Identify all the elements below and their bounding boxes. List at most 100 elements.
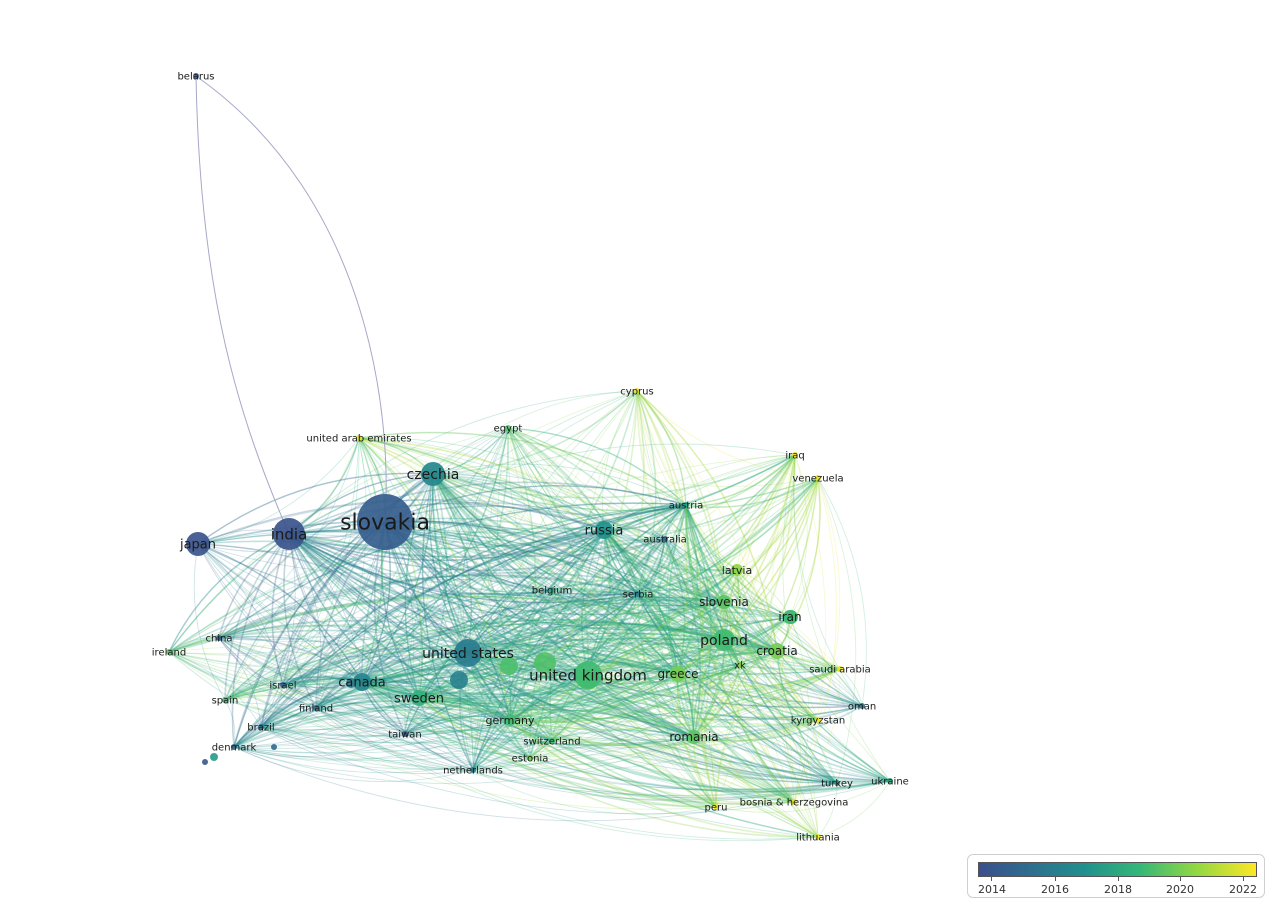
link-line bbox=[271, 533, 290, 686]
link-line bbox=[636, 390, 725, 603]
node-japan[interactable] bbox=[186, 532, 210, 556]
link-line bbox=[700, 601, 725, 808]
node-russia[interactable] bbox=[595, 521, 613, 539]
node-australia[interactable] bbox=[662, 536, 668, 542]
node-venezuela[interactable] bbox=[815, 475, 821, 481]
node-xk[interactable] bbox=[737, 662, 743, 668]
link-line bbox=[288, 390, 638, 535]
node-germany[interactable] bbox=[504, 714, 516, 726]
node-peru[interactable] bbox=[713, 804, 719, 810]
link-line bbox=[677, 673, 795, 803]
node-bosnia-herzegovina[interactable] bbox=[791, 799, 797, 805]
node-united-states[interactable] bbox=[454, 639, 482, 667]
link-line bbox=[723, 454, 796, 641]
link-line bbox=[315, 707, 511, 733]
link-line bbox=[685, 504, 891, 782]
node-denmark[interactable] bbox=[231, 744, 237, 750]
node-canada[interactable] bbox=[353, 673, 371, 691]
node-bubble[interactable] bbox=[210, 753, 218, 761]
node-belarus[interactable] bbox=[193, 73, 199, 79]
link-line bbox=[587, 648, 841, 676]
link-line bbox=[693, 664, 741, 738]
node-kyrgyzstan[interactable] bbox=[815, 717, 821, 723]
link-line bbox=[467, 596, 725, 654]
node-sweden[interactable] bbox=[411, 690, 427, 706]
node-belgium[interactable] bbox=[549, 587, 555, 593]
node-romania[interactable] bbox=[687, 730, 701, 744]
node-netherlands[interactable] bbox=[470, 767, 476, 773]
link-line bbox=[384, 521, 679, 675]
node-united-kingdom[interactable] bbox=[574, 661, 602, 689]
link-line bbox=[315, 707, 838, 801]
node-switzerland[interactable] bbox=[549, 738, 555, 744]
node-egypt[interactable] bbox=[505, 425, 511, 431]
link-line bbox=[315, 390, 638, 709]
node-slovenia[interactable] bbox=[717, 595, 731, 609]
link-line bbox=[509, 719, 819, 749]
link-line bbox=[677, 504, 699, 675]
link-line bbox=[260, 533, 296, 728]
link-line bbox=[404, 677, 863, 735]
node-greece[interactable] bbox=[670, 666, 686, 682]
node-spain[interactable] bbox=[222, 697, 228, 703]
node-bubble[interactable] bbox=[450, 671, 468, 689]
link-line bbox=[315, 589, 553, 709]
node-india[interactable] bbox=[273, 518, 305, 550]
node-croatia[interactable] bbox=[769, 643, 785, 659]
link-line bbox=[384, 521, 589, 676]
link-line bbox=[233, 601, 725, 749]
node-bubble[interactable] bbox=[202, 759, 208, 765]
link-line bbox=[509, 390, 638, 721]
link-line bbox=[168, 616, 679, 675]
node-finland[interactable] bbox=[313, 705, 319, 711]
link-line bbox=[224, 454, 796, 701]
node-bubble[interactable] bbox=[500, 657, 518, 675]
node-brazil[interactable] bbox=[258, 724, 264, 730]
node-saudi-arabia[interactable] bbox=[837, 666, 843, 672]
node-turkey[interactable] bbox=[834, 780, 840, 786]
node-ireland[interactable] bbox=[166, 649, 172, 655]
link-line bbox=[472, 538, 666, 771]
node-cyprus[interactable] bbox=[634, 388, 640, 394]
link-line bbox=[529, 538, 666, 759]
link-line bbox=[384, 521, 778, 653]
node-label-israel: israel bbox=[269, 681, 296, 692]
link-line bbox=[358, 437, 639, 595]
node-oman[interactable] bbox=[859, 703, 865, 709]
link-line bbox=[224, 619, 725, 701]
node-taiwan[interactable] bbox=[402, 731, 408, 737]
link-line bbox=[587, 454, 796, 676]
node-israel[interactable] bbox=[280, 682, 286, 688]
node-latvia[interactable] bbox=[731, 564, 743, 576]
node-serbia[interactable] bbox=[635, 591, 641, 597]
node-bubble[interactable] bbox=[271, 744, 277, 750]
node-united-arab-emirates[interactable] bbox=[356, 435, 362, 441]
node-iraq[interactable] bbox=[792, 452, 798, 458]
node-czechia[interactable] bbox=[421, 462, 445, 486]
link-line bbox=[507, 427, 819, 721]
link-line bbox=[384, 521, 741, 666]
link-line bbox=[776, 650, 838, 784]
link-line bbox=[418, 538, 666, 699]
link-line bbox=[418, 668, 841, 724]
node-slovakia[interactable] bbox=[357, 494, 413, 550]
link-line bbox=[587, 601, 725, 676]
node-bubble[interactable] bbox=[534, 652, 556, 674]
node-lithuania[interactable] bbox=[815, 834, 821, 840]
node-ukraine[interactable] bbox=[887, 778, 893, 784]
link-line bbox=[418, 697, 474, 771]
link-line bbox=[288, 533, 863, 708]
node-poland[interactable] bbox=[713, 629, 735, 651]
link-line bbox=[418, 697, 717, 808]
link-line bbox=[384, 521, 511, 721]
node-austria[interactable] bbox=[683, 502, 689, 508]
node-estonia[interactable] bbox=[527, 755, 533, 761]
node-iran[interactable] bbox=[783, 610, 797, 624]
node-china[interactable] bbox=[216, 635, 222, 641]
link-line bbox=[218, 571, 725, 639]
link-line bbox=[551, 587, 778, 652]
link-line bbox=[218, 637, 406, 735]
link-line bbox=[817, 780, 891, 838]
link-line bbox=[315, 692, 420, 709]
link-line bbox=[472, 719, 511, 771]
